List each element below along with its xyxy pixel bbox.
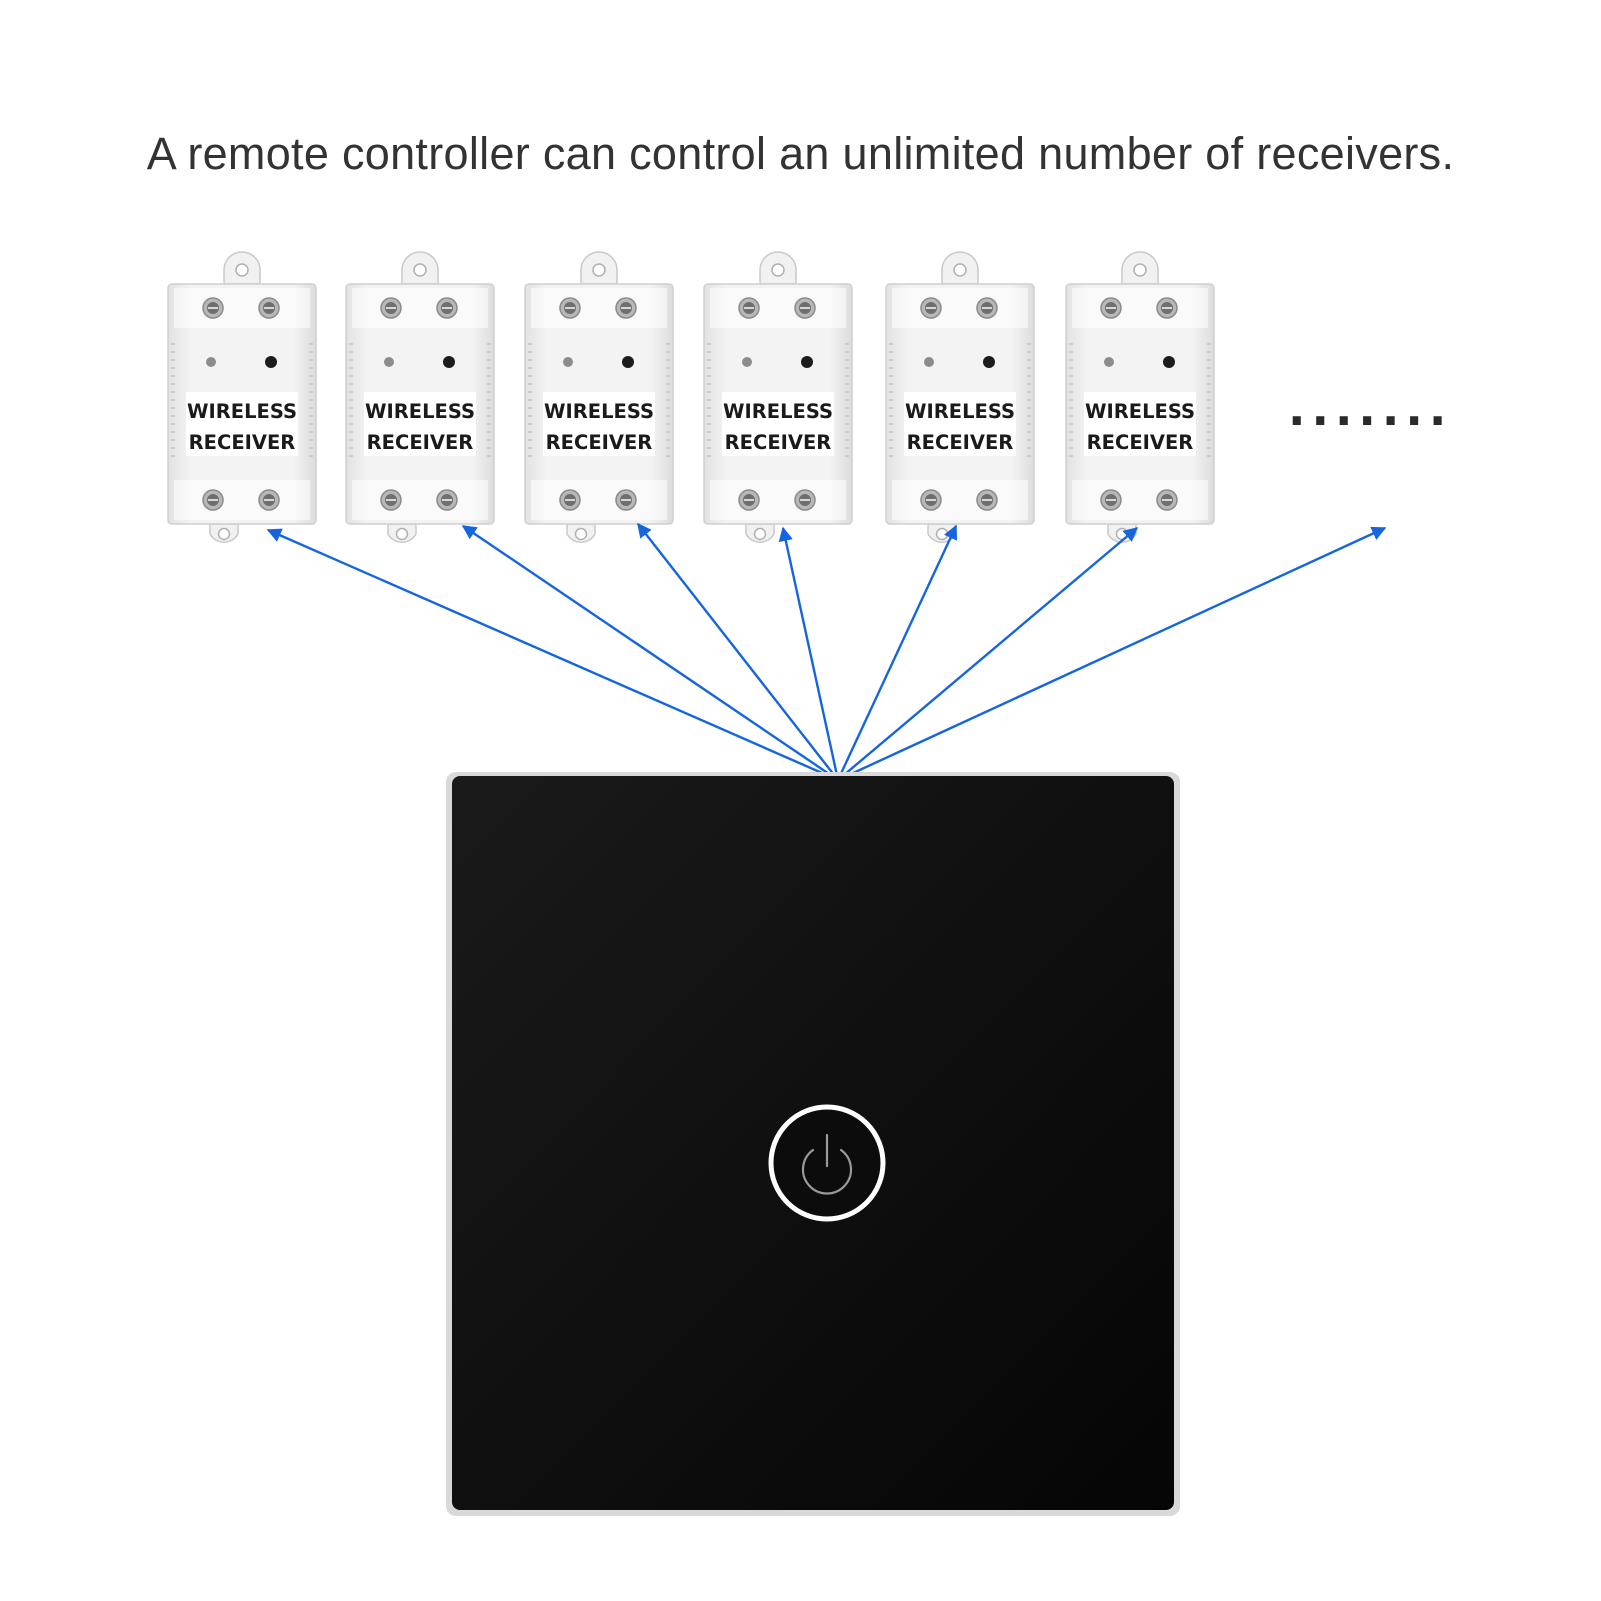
receiver-label-line1: WIRELESS — [544, 400, 654, 423]
signal-arrow — [638, 524, 838, 780]
signal-arrows — [268, 524, 1385, 780]
receiver-label-line2: RECEIVER — [189, 431, 296, 454]
receiver-label-line1: WIRELESS — [187, 400, 297, 423]
indicator-led — [384, 357, 394, 367]
indicator-led — [206, 357, 216, 367]
more-receivers-ellipsis: ....... — [1288, 382, 1452, 436]
wireless-receiver: WIRELESS RECEIVER — [886, 252, 1034, 542]
pairing-button-dot — [265, 356, 277, 368]
signal-arrow — [838, 528, 1137, 780]
pairing-button-dot — [443, 356, 455, 368]
receiver-label-line2: RECEIVER — [907, 431, 1014, 454]
receiver-label-line1: WIRELESS — [365, 400, 475, 423]
receivers-row: WIRELESSRECEIVERWIRELESSRECEIVERWIRELESS… — [168, 252, 1214, 542]
wireless-receiver: WIRELESS RECEIVER — [346, 252, 494, 542]
wireless-receiver: WIRELESS RECEIVER — [525, 252, 673, 542]
pairing-button-dot — [622, 356, 634, 368]
power-button[interactable] — [769, 1105, 885, 1221]
indicator-led — [563, 357, 573, 367]
signal-arrow — [268, 530, 838, 780]
receiver-label-line1: WIRELESS — [1085, 400, 1195, 423]
wall-switch-panel — [446, 772, 1180, 1516]
receiver-label-line1: WIRELESS — [723, 400, 833, 423]
wireless-receiver: WIRELESS RECEIVER — [168, 252, 316, 542]
wireless-receiver: WIRELESS RECEIVER — [1066, 252, 1214, 542]
signal-arrow — [838, 528, 1385, 780]
pairing-button-dot — [983, 356, 995, 368]
indicator-led — [924, 357, 934, 367]
signal-arrow — [783, 528, 838, 780]
indicator-led — [1104, 357, 1114, 367]
signal-arrow — [838, 526, 956, 780]
pairing-button-dot — [801, 356, 813, 368]
receiver-label-line2: RECEIVER — [725, 431, 832, 454]
indicator-led — [742, 357, 752, 367]
receiver-label-line1: WIRELESS — [905, 400, 1015, 423]
receiver-label-line2: RECEIVER — [546, 431, 653, 454]
signal-arrow — [463, 526, 838, 780]
receiver-label-line2: RECEIVER — [367, 431, 474, 454]
receiver-label-line2: RECEIVER — [1087, 431, 1194, 454]
pairing-button-dot — [1163, 356, 1175, 368]
wireless-receiver: WIRELESS RECEIVER — [704, 252, 852, 542]
